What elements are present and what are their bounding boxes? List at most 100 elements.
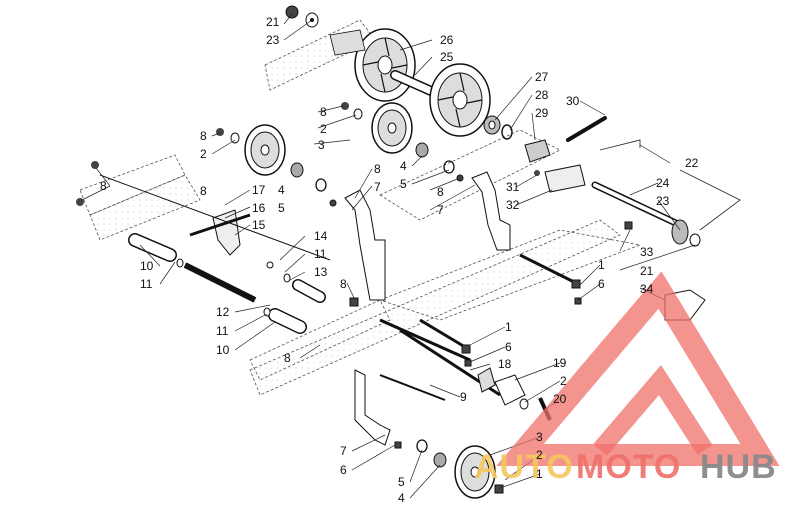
shaft-left bbox=[99, 174, 331, 303]
right-rail bbox=[249, 219, 642, 396]
callout-1-c: 1 bbox=[536, 467, 543, 481]
cap-21 bbox=[689, 233, 701, 247]
callout-14: 14 bbox=[314, 229, 328, 243]
callout-27: 27 bbox=[535, 70, 549, 84]
idler-wheel-26 bbox=[354, 28, 416, 102]
front-arm-15 bbox=[189, 209, 251, 256]
nut-8-b bbox=[216, 128, 224, 136]
callout-7-c: 7 bbox=[340, 444, 347, 458]
callout-26: 26 bbox=[440, 33, 454, 47]
bearing-4-c bbox=[433, 452, 447, 468]
callout-8-f: 8 bbox=[200, 184, 207, 198]
gear-23 bbox=[671, 219, 689, 245]
bearing-4-a bbox=[290, 162, 304, 178]
bolt-33 bbox=[624, 221, 633, 230]
callout-28: 28 bbox=[535, 88, 549, 102]
callout-6-c: 6 bbox=[340, 463, 347, 477]
long-bolts bbox=[379, 253, 581, 401]
block-18 bbox=[477, 367, 496, 393]
callout-8-h: 8 bbox=[284, 351, 291, 365]
swing-arm-7-b bbox=[456, 171, 511, 251]
pivot-19 bbox=[494, 374, 526, 406]
callout-8-d: 8 bbox=[100, 179, 107, 193]
callout-18: 18 bbox=[498, 357, 512, 371]
bearing-4-b bbox=[415, 142, 429, 158]
washer-2-a bbox=[353, 108, 363, 120]
callout-21-top: 21 bbox=[266, 15, 280, 29]
callout-22: 22 bbox=[685, 156, 699, 170]
callout-11-b: 11 bbox=[140, 277, 153, 291]
callout-12: 12 bbox=[216, 305, 230, 319]
swing-arm-7-a bbox=[329, 189, 386, 301]
callout-23-top: 23 bbox=[266, 33, 280, 47]
callout-20: 20 bbox=[553, 392, 567, 406]
nut-8-a bbox=[341, 102, 349, 110]
callout-7-a: 7 bbox=[374, 180, 381, 194]
shaft-24 bbox=[591, 181, 684, 229]
bolt-heads bbox=[349, 279, 582, 494]
callout-2-d: 2 bbox=[536, 448, 543, 462]
rod-30 bbox=[566, 116, 607, 142]
callout-8-e: 8 bbox=[437, 185, 444, 199]
callout-25: 25 bbox=[440, 50, 454, 64]
callout-8-a: 8 bbox=[320, 105, 327, 119]
callout-3-b: 3 bbox=[536, 430, 543, 444]
callout-33: 33 bbox=[640, 245, 654, 259]
callout-34: 34 bbox=[640, 282, 654, 296]
callout-5-c: 5 bbox=[398, 475, 405, 489]
bearing-27 bbox=[483, 115, 501, 135]
tube-10-a bbox=[128, 233, 177, 262]
callout-24: 24 bbox=[656, 176, 670, 190]
brand-auto: AUTO bbox=[474, 448, 574, 486]
callout-5-b: 5 bbox=[400, 177, 407, 191]
logo-triangle-inner bbox=[593, 364, 713, 456]
washer-2-b bbox=[230, 132, 240, 144]
callout-13: 13 bbox=[314, 265, 328, 279]
left-rail bbox=[79, 129, 561, 241]
callout-10-b: 10 bbox=[216, 343, 230, 357]
callout-1-a: 1 bbox=[598, 258, 605, 272]
callout-21-right: 21 bbox=[640, 264, 654, 278]
brand-moto: MOTO bbox=[576, 448, 681, 486]
washer-2-c bbox=[519, 398, 529, 410]
snap-ring-28 bbox=[501, 124, 513, 140]
callout-10-a: 10 bbox=[140, 259, 154, 273]
bracket-top bbox=[329, 29, 366, 56]
callout-11-a: 11 bbox=[314, 247, 327, 261]
spacer-29 bbox=[524, 139, 551, 163]
tube-13 bbox=[292, 279, 326, 303]
nut-8-d bbox=[76, 198, 84, 206]
callout-19: 19 bbox=[553, 356, 567, 370]
callout-6-a: 6 bbox=[598, 277, 605, 291]
callout-11-c: 11 bbox=[216, 324, 229, 338]
callout-8-g: 8 bbox=[340, 277, 347, 291]
callout-30: 30 bbox=[566, 94, 580, 108]
callout-2-c: 2 bbox=[560, 374, 567, 388]
ring-5-a bbox=[315, 178, 327, 192]
callout-32: 32 bbox=[506, 198, 520, 212]
callout-2-b: 2 bbox=[200, 147, 207, 161]
spacer-11-small bbox=[176, 258, 291, 317]
callout-9: 9 bbox=[460, 390, 467, 404]
callout-8-c: 8 bbox=[374, 162, 381, 176]
callout-15: 15 bbox=[252, 218, 266, 232]
nut-8-c bbox=[91, 161, 99, 169]
swing-arm-7-c bbox=[354, 369, 391, 446]
nut-21-top bbox=[285, 5, 299, 19]
callout-4-c: 4 bbox=[398, 491, 405, 505]
wheel-3-left bbox=[244, 124, 286, 176]
callout-1-b: 1 bbox=[505, 320, 512, 334]
wheel-3-bottom bbox=[454, 445, 496, 499]
callout-4-b: 4 bbox=[400, 159, 407, 173]
callout-7-b: 7 bbox=[437, 203, 444, 217]
callout-5-a: 5 bbox=[278, 201, 285, 215]
wheel-3-center bbox=[371, 102, 413, 154]
tube-10-b bbox=[268, 308, 307, 334]
logo-triangle-outer bbox=[496, 271, 780, 466]
block-31-32 bbox=[534, 164, 586, 193]
watermark-logo: AUTO MOTO HUB bbox=[474, 271, 780, 486]
callout-2-a: 2 bbox=[320, 122, 327, 136]
ring-5-c bbox=[416, 439, 428, 453]
idler-wheel-26b bbox=[429, 63, 491, 137]
